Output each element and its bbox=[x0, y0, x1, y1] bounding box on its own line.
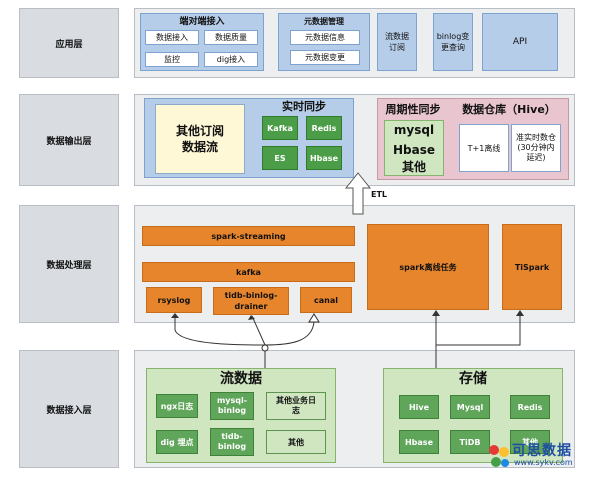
etl-label: ETL bbox=[371, 190, 388, 199]
line-storage-to-tispark bbox=[436, 312, 521, 346]
watermark-text: 可思数据 bbox=[512, 443, 572, 459]
realtime-item-es: ES bbox=[262, 146, 298, 170]
binlog-query-box: binlog变 更查询 bbox=[433, 13, 473, 71]
stream-item-tidb-binlog: tidb- binlog bbox=[210, 428, 254, 456]
etl-arrow bbox=[344, 172, 372, 215]
tispark-box: TiSpark bbox=[502, 224, 562, 310]
realtime-item-kafka: Kafka bbox=[262, 116, 298, 140]
storage-item-other: 其他 bbox=[510, 430, 550, 454]
stream-item-mysql-binlog: mysql- binlog bbox=[210, 392, 254, 420]
periodic-sync-title: 周期性同步 bbox=[385, 103, 441, 116]
meta-title: 元数据管理 bbox=[304, 16, 344, 26]
stream-subscribe-box: 流数据 订阅 bbox=[377, 13, 417, 71]
periodic-item-mysql: mysql bbox=[393, 122, 435, 137]
stream-data-title: 流数据 bbox=[220, 371, 262, 387]
stream-junction-icon bbox=[261, 344, 269, 352]
watermark-url: www.sykv.com bbox=[514, 458, 573, 467]
periodic-group bbox=[384, 120, 444, 176]
watermark-logo-icon bbox=[488, 442, 510, 470]
e2e-item-data-access: 数据接入 bbox=[145, 30, 199, 45]
realtime-item-redis: Redis bbox=[306, 116, 342, 140]
other-subscribe-box: 其他订阅 数据流 bbox=[155, 104, 245, 174]
realtime-sync-title: 实时同步 bbox=[282, 100, 326, 113]
line-to-rsyslog bbox=[174, 314, 266, 346]
stream-item-other-business-log: 其他业务日 志 bbox=[266, 392, 326, 420]
layer-label-output: 数据输出层 bbox=[19, 94, 119, 186]
arrow-head-tidb bbox=[248, 315, 255, 320]
stream-item-dig: dig 埋点 bbox=[156, 430, 198, 454]
realtime-item-hbase: Hbase bbox=[306, 146, 342, 170]
periodic-item-hbase: Hbase bbox=[392, 142, 435, 157]
e2e-title: 端对端接入 bbox=[179, 16, 225, 27]
layer-label-app: 应用层 bbox=[19, 8, 119, 78]
e2e-item-data-quality: 数据质量 bbox=[204, 30, 258, 45]
storage-item-hive: Hive bbox=[399, 395, 439, 419]
e2e-item-dig: dig接入 bbox=[204, 52, 258, 67]
arrow-head-spark bbox=[432, 310, 440, 316]
storage-item-redis: Redis bbox=[510, 395, 550, 419]
data-warehouse-title: 数据仓库（Hive） bbox=[462, 103, 556, 116]
storage-title: 存储 bbox=[459, 371, 487, 387]
line-to-canal bbox=[264, 321, 315, 346]
arrow-head-rsyslog bbox=[171, 313, 179, 318]
api-box: API bbox=[482, 13, 558, 71]
stream-item-ngx-log: ngx日志 bbox=[156, 394, 198, 418]
meta-item-info: 元数据信息 bbox=[290, 30, 360, 45]
dw-item-t1-offline: T+1离线 bbox=[459, 124, 509, 172]
line-to-tidb bbox=[251, 315, 266, 346]
periodic-item-other: 其他 bbox=[401, 160, 426, 174]
spark-offline-box: spark离线任务 bbox=[367, 224, 489, 310]
storage-item-hbase: Hbase bbox=[399, 430, 439, 454]
canal-box: canal bbox=[300, 287, 352, 313]
layer-label-input: 数据接入层 bbox=[19, 350, 119, 468]
storage-item-mysql: Mysql bbox=[450, 395, 490, 419]
meta-item-change: 元数据变更 bbox=[290, 50, 360, 65]
arrow-head-canal bbox=[308, 313, 320, 323]
dw-item-near-realtime: 准实时数仓 (30分钟内 延迟) bbox=[511, 124, 561, 172]
stream-item-other: 其他 bbox=[266, 430, 326, 454]
layer-label-process: 数据处理层 bbox=[19, 205, 119, 323]
spark-streaming-box: spark-streaming bbox=[142, 226, 355, 246]
rsyslog-box: rsyslog bbox=[146, 287, 202, 313]
arrow-head-tispark bbox=[516, 310, 524, 316]
tidb-binlog-drainer-box: tidb-binlog- drainer bbox=[213, 287, 289, 315]
kafka-box: kafka bbox=[142, 262, 355, 282]
e2e-item-monitor: 监控 bbox=[145, 52, 199, 67]
storage-item-tidb: TiDB bbox=[450, 430, 490, 454]
